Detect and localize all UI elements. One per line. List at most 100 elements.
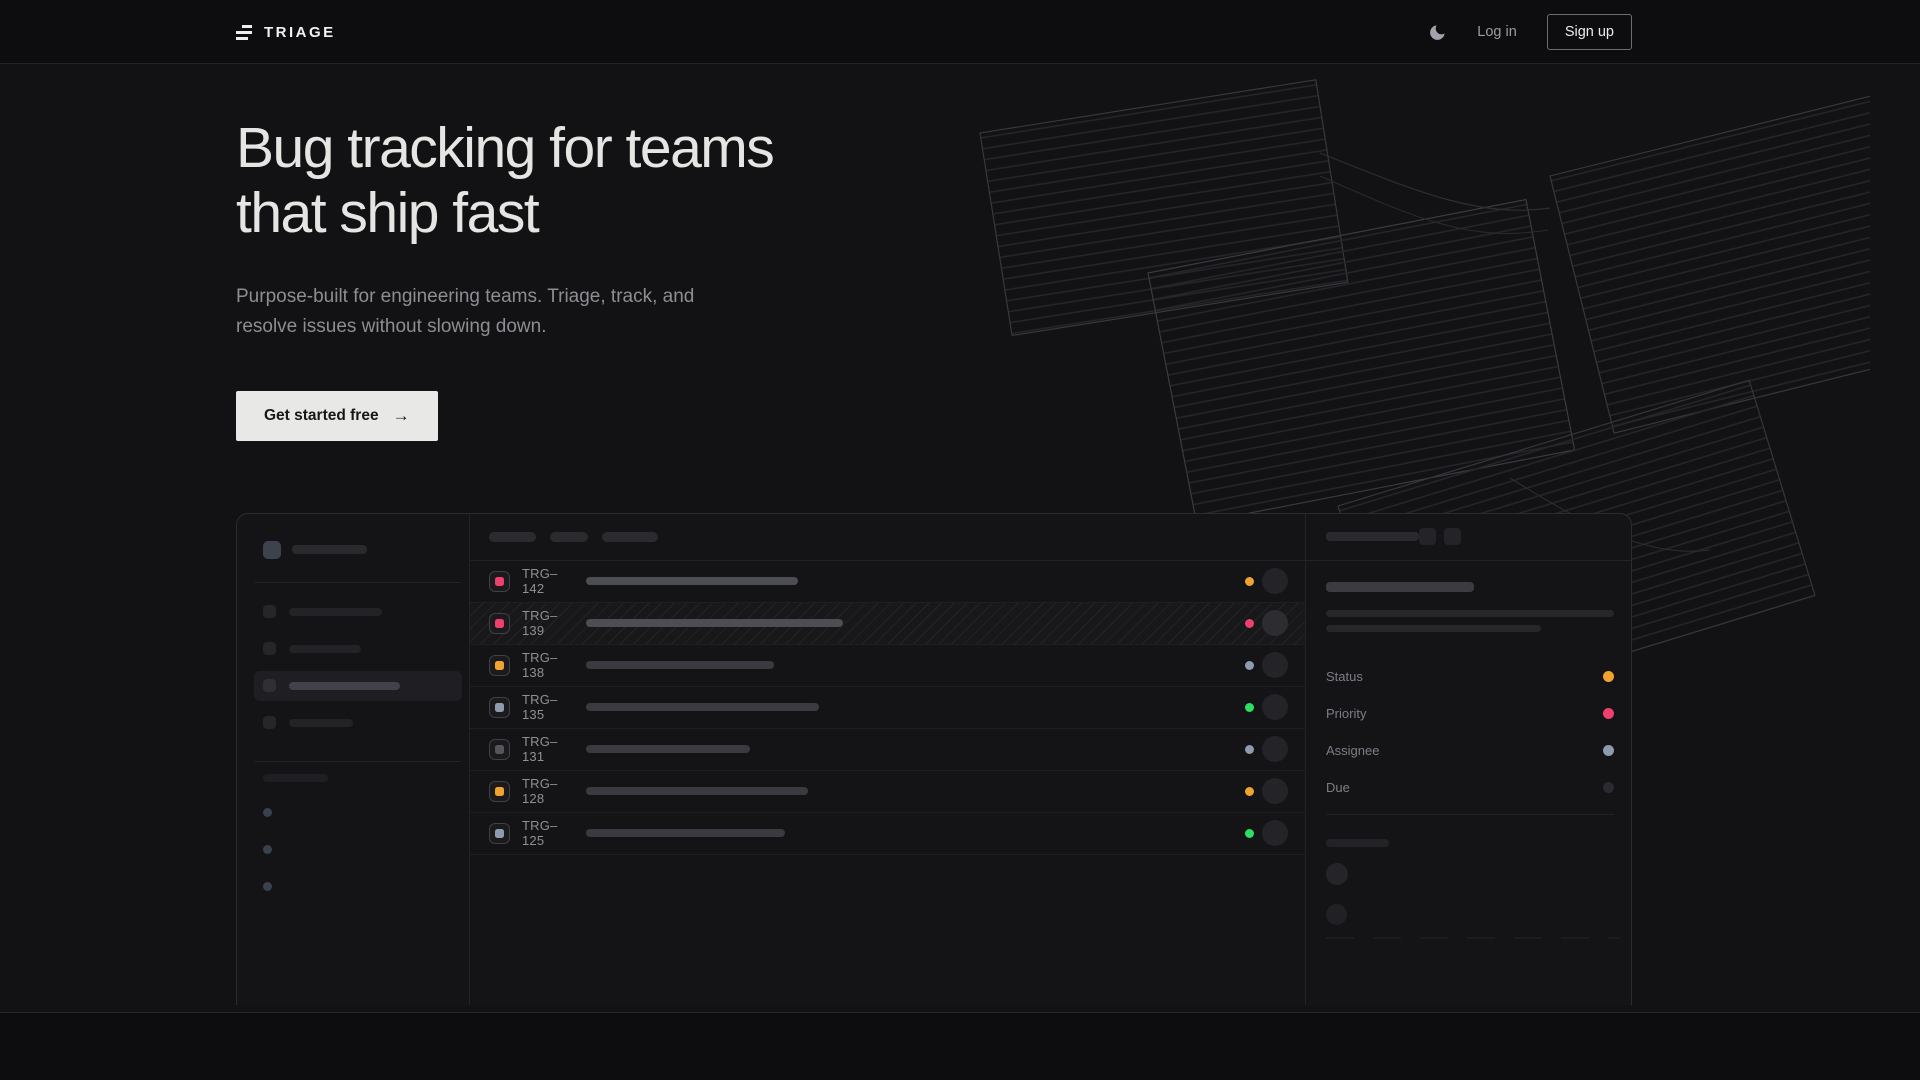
detail-field-row: Due <box>1326 769 1614 806</box>
priority-icon <box>489 696 510 718</box>
issue-id: TRG–131 <box>522 734 558 765</box>
detail-field-row: Assignee <box>1326 732 1614 769</box>
assignee-avatar-placeholder <box>1262 736 1288 763</box>
footer-band <box>0 1013 1920 1079</box>
detail-action-placeholder <box>1419 528 1436 546</box>
mockup-nav-item <box>254 634 462 664</box>
mockup-issue-row: TRG–131 <box>470 729 1305 771</box>
sidebar-section-label-placeholder <box>263 773 328 782</box>
issue-id: TRG–139 <box>522 608 558 639</box>
issue-title-placeholder <box>586 745 750 754</box>
issue-title-placeholder <box>586 703 819 712</box>
status-dot <box>1245 786 1254 796</box>
signup-button[interactable]: Sign up <box>1546 14 1632 50</box>
nav-icon-placeholder <box>263 716 276 730</box>
brand-name: TRIAGE <box>264 23 336 41</box>
issue-title-placeholder <box>586 661 774 670</box>
detail-description-placeholder <box>1326 609 1614 617</box>
site-header: TRIAGE Log in Sign up <box>0 0 1920 64</box>
nav-icon-placeholder <box>263 605 276 619</box>
hero-subtitle: Purpose-built for engineering teams. Tri… <box>236 285 695 338</box>
tab-pill-placeholder <box>489 531 536 542</box>
activity-avatar-placeholder <box>1326 903 1347 925</box>
mockup-issue-row: TRG–138 <box>470 645 1305 687</box>
mockup-issue-row: TRG–142 <box>470 561 1305 603</box>
activity-label-placeholder <box>1326 838 1389 847</box>
brand-logo[interactable]: TRIAGE <box>236 24 336 41</box>
priority-icon <box>489 780 510 802</box>
assignee-avatar-placeholder <box>1262 820 1288 847</box>
nav-label-placeholder <box>289 607 382 616</box>
hero-headline: Bug tracking for teams that ship fast <box>236 116 775 245</box>
detail-description-placeholder <box>1326 624 1541 632</box>
mockup-sidebar <box>237 513 470 1005</box>
activity-avatar-placeholder <box>1326 862 1348 885</box>
theme-toggle-button[interactable] <box>1428 23 1447 42</box>
field-label: Priority <box>1326 705 1367 721</box>
mockup-list-header <box>470 514 1305 561</box>
detail-header-placeholder <box>1326 532 1419 542</box>
nav-label-placeholder <box>289 681 400 690</box>
sidebar-divider <box>254 760 461 762</box>
field-label: Assignee <box>1326 742 1380 758</box>
field-label: Due <box>1326 779 1350 795</box>
status-dot <box>1245 618 1254 628</box>
issue-title-placeholder <box>586 829 785 838</box>
mockup-workspace-row <box>263 540 453 559</box>
priority-icon <box>489 822 510 844</box>
field-label: Status <box>1326 668 1363 684</box>
mockup-issue-row: TRG–139 <box>470 602 1305 645</box>
sidebar-dot-list <box>263 807 453 891</box>
workspace-name-placeholder <box>292 545 367 555</box>
sidebar-dot <box>263 844 272 854</box>
status-dot <box>1245 576 1254 586</box>
status-dot <box>1245 744 1254 754</box>
detail-dashed-placeholder <box>1326 936 1620 939</box>
status-dot <box>1245 828 1254 838</box>
get-started-button[interactable]: Get started free → <box>236 390 438 441</box>
detail-header <box>1306 514 1631 561</box>
hero-section: Bug tracking for teams that ship fast Pu… <box>0 64 1920 1013</box>
priority-icon <box>489 738 510 760</box>
app-mockup-panel: TRG–142 TRG–139 TRG–138 TRG–135 <box>236 512 1632 1005</box>
sidebar-dot <box>263 807 272 817</box>
issue-title-placeholder <box>586 577 798 586</box>
detail-title-placeholder <box>1326 581 1474 592</box>
workspace-avatar-placeholder <box>263 540 281 559</box>
issue-title-placeholder <box>586 619 843 628</box>
detail-field-list: Status Priority Assignee Due <box>1326 658 1614 806</box>
issue-id: TRG–135 <box>522 692 558 723</box>
issue-id: TRG–128 <box>522 776 558 807</box>
assignee-avatar-placeholder <box>1262 694 1288 721</box>
triage-logo-icon <box>236 24 252 40</box>
detail-action-placeholder <box>1444 528 1461 546</box>
issue-id: TRG–125 <box>522 818 558 849</box>
mockup-issue-row: TRG–135 <box>470 687 1305 729</box>
field-value-dot <box>1603 781 1614 793</box>
mockup-issue-row: TRG–128 <box>470 771 1305 813</box>
priority-icon <box>489 654 510 676</box>
detail-field-row: Priority <box>1326 695 1614 732</box>
issue-title-placeholder <box>586 787 808 796</box>
mockup-issue-rows: TRG–142 TRG–139 TRG–138 TRG–135 <box>470 561 1305 855</box>
sidebar-dot <box>263 881 272 891</box>
priority-icon <box>489 570 510 592</box>
sidebar-divider <box>254 581 461 583</box>
tab-pill-placeholder <box>550 531 588 542</box>
issue-id: TRG–142 <box>522 566 558 597</box>
mockup-nav-item <box>254 708 462 738</box>
arrow-right-icon: → <box>392 405 410 425</box>
mockup-detail-panel: Status Priority Assignee Due <box>1306 514 1631 1005</box>
detail-field-row: Status <box>1326 658 1614 695</box>
mockup-nav-item <box>254 597 462 627</box>
status-dot <box>1245 702 1254 712</box>
assignee-avatar-placeholder <box>1262 568 1288 595</box>
login-link[interactable]: Log in <box>1477 24 1517 40</box>
nav-icon-placeholder <box>263 679 276 693</box>
mockup-nav-list <box>254 597 462 738</box>
tab-pill-placeholder <box>602 531 658 542</box>
detail-divider <box>1326 813 1614 815</box>
status-dot <box>1245 660 1254 670</box>
field-value-dot <box>1603 744 1614 756</box>
nav-label-placeholder <box>289 718 353 727</box>
